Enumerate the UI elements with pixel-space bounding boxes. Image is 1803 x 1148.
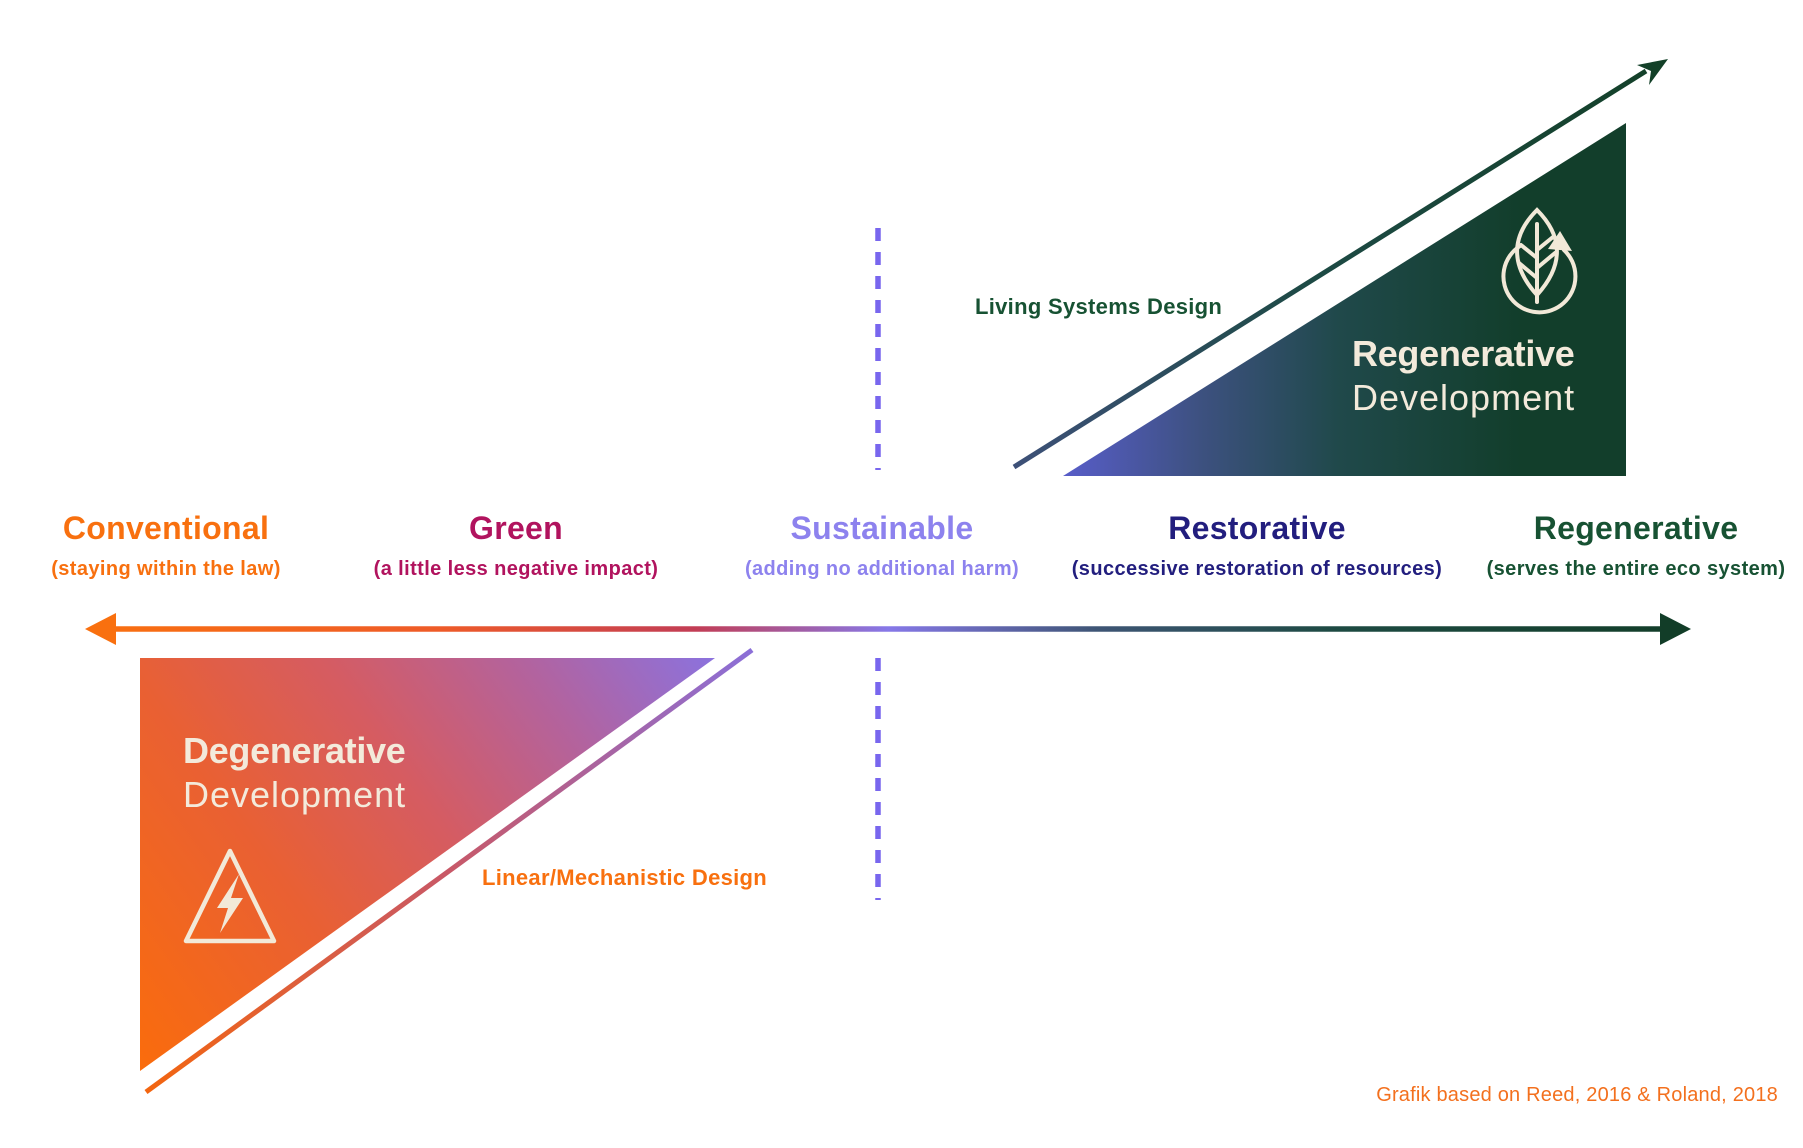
- living-systems-label: Living Systems Design: [975, 294, 1223, 319]
- spectrum-arrow: [85, 613, 1691, 645]
- upper-triangle-title: Regenerative Development: [1352, 332, 1575, 420]
- axis-label-green: Green (a little less negative impact): [374, 511, 659, 580]
- credit-text: Grafik based on Reed, 2016 & Roland, 201…: [1376, 1084, 1778, 1106]
- axis-label-restorative: Restorative (successive restoration of r…: [1072, 511, 1443, 580]
- lower-triangle-shape: [140, 658, 715, 1071]
- axis-label-sustainable: Sustainable (adding no additional harm): [745, 511, 1019, 580]
- lower-triangle-title-line2: Development: [183, 774, 407, 815]
- axis-label-conventional: Conventional (staying within the law): [51, 511, 281, 580]
- right-arrowhead-icon: [1660, 613, 1691, 645]
- linear-mechanistic-label: Linear/Mechanistic Design: [482, 865, 768, 890]
- axis-label-subtitle: (a little less negative impact): [373, 558, 659, 580]
- upper-triangle-shape: [1063, 123, 1626, 476]
- decline-edge-line: [144, 647, 754, 1095]
- lower-triangle-title: Degenerative Development: [183, 729, 406, 817]
- leaf-cycle-icon: [1501, 207, 1578, 315]
- axis-label-subtitle: (serves the entire eco system): [1486, 558, 1786, 580]
- axis-label-title: Conventional: [62, 510, 270, 546]
- upper-triangle-title-line1: Regenerative: [1352, 333, 1575, 374]
- axis-label-title: Sustainable: [790, 510, 974, 546]
- growth-arrowhead-icon: [1637, 59, 1668, 85]
- left-arrowhead-icon: [85, 613, 116, 645]
- axis-label-title: Restorative: [1168, 510, 1346, 546]
- axis-label-subtitle: (successive restoration of resources): [1071, 558, 1443, 580]
- axis-label-subtitle: (staying within the law): [51, 558, 281, 580]
- axis-label-title: Green: [469, 510, 563, 546]
- growth-arrow: [1012, 59, 1668, 470]
- axis-label-subtitle: (adding no additional harm): [744, 558, 1020, 580]
- axis-label-title: Regenerative: [1533, 510, 1739, 546]
- hazard-icon: [183, 848, 277, 944]
- upper-triangle-title-line2: Development: [1352, 377, 1576, 418]
- axis-label-regenerative: Regenerative (serves the entire eco syst…: [1487, 511, 1786, 580]
- lower-triangle-title-line1: Degenerative: [183, 730, 406, 771]
